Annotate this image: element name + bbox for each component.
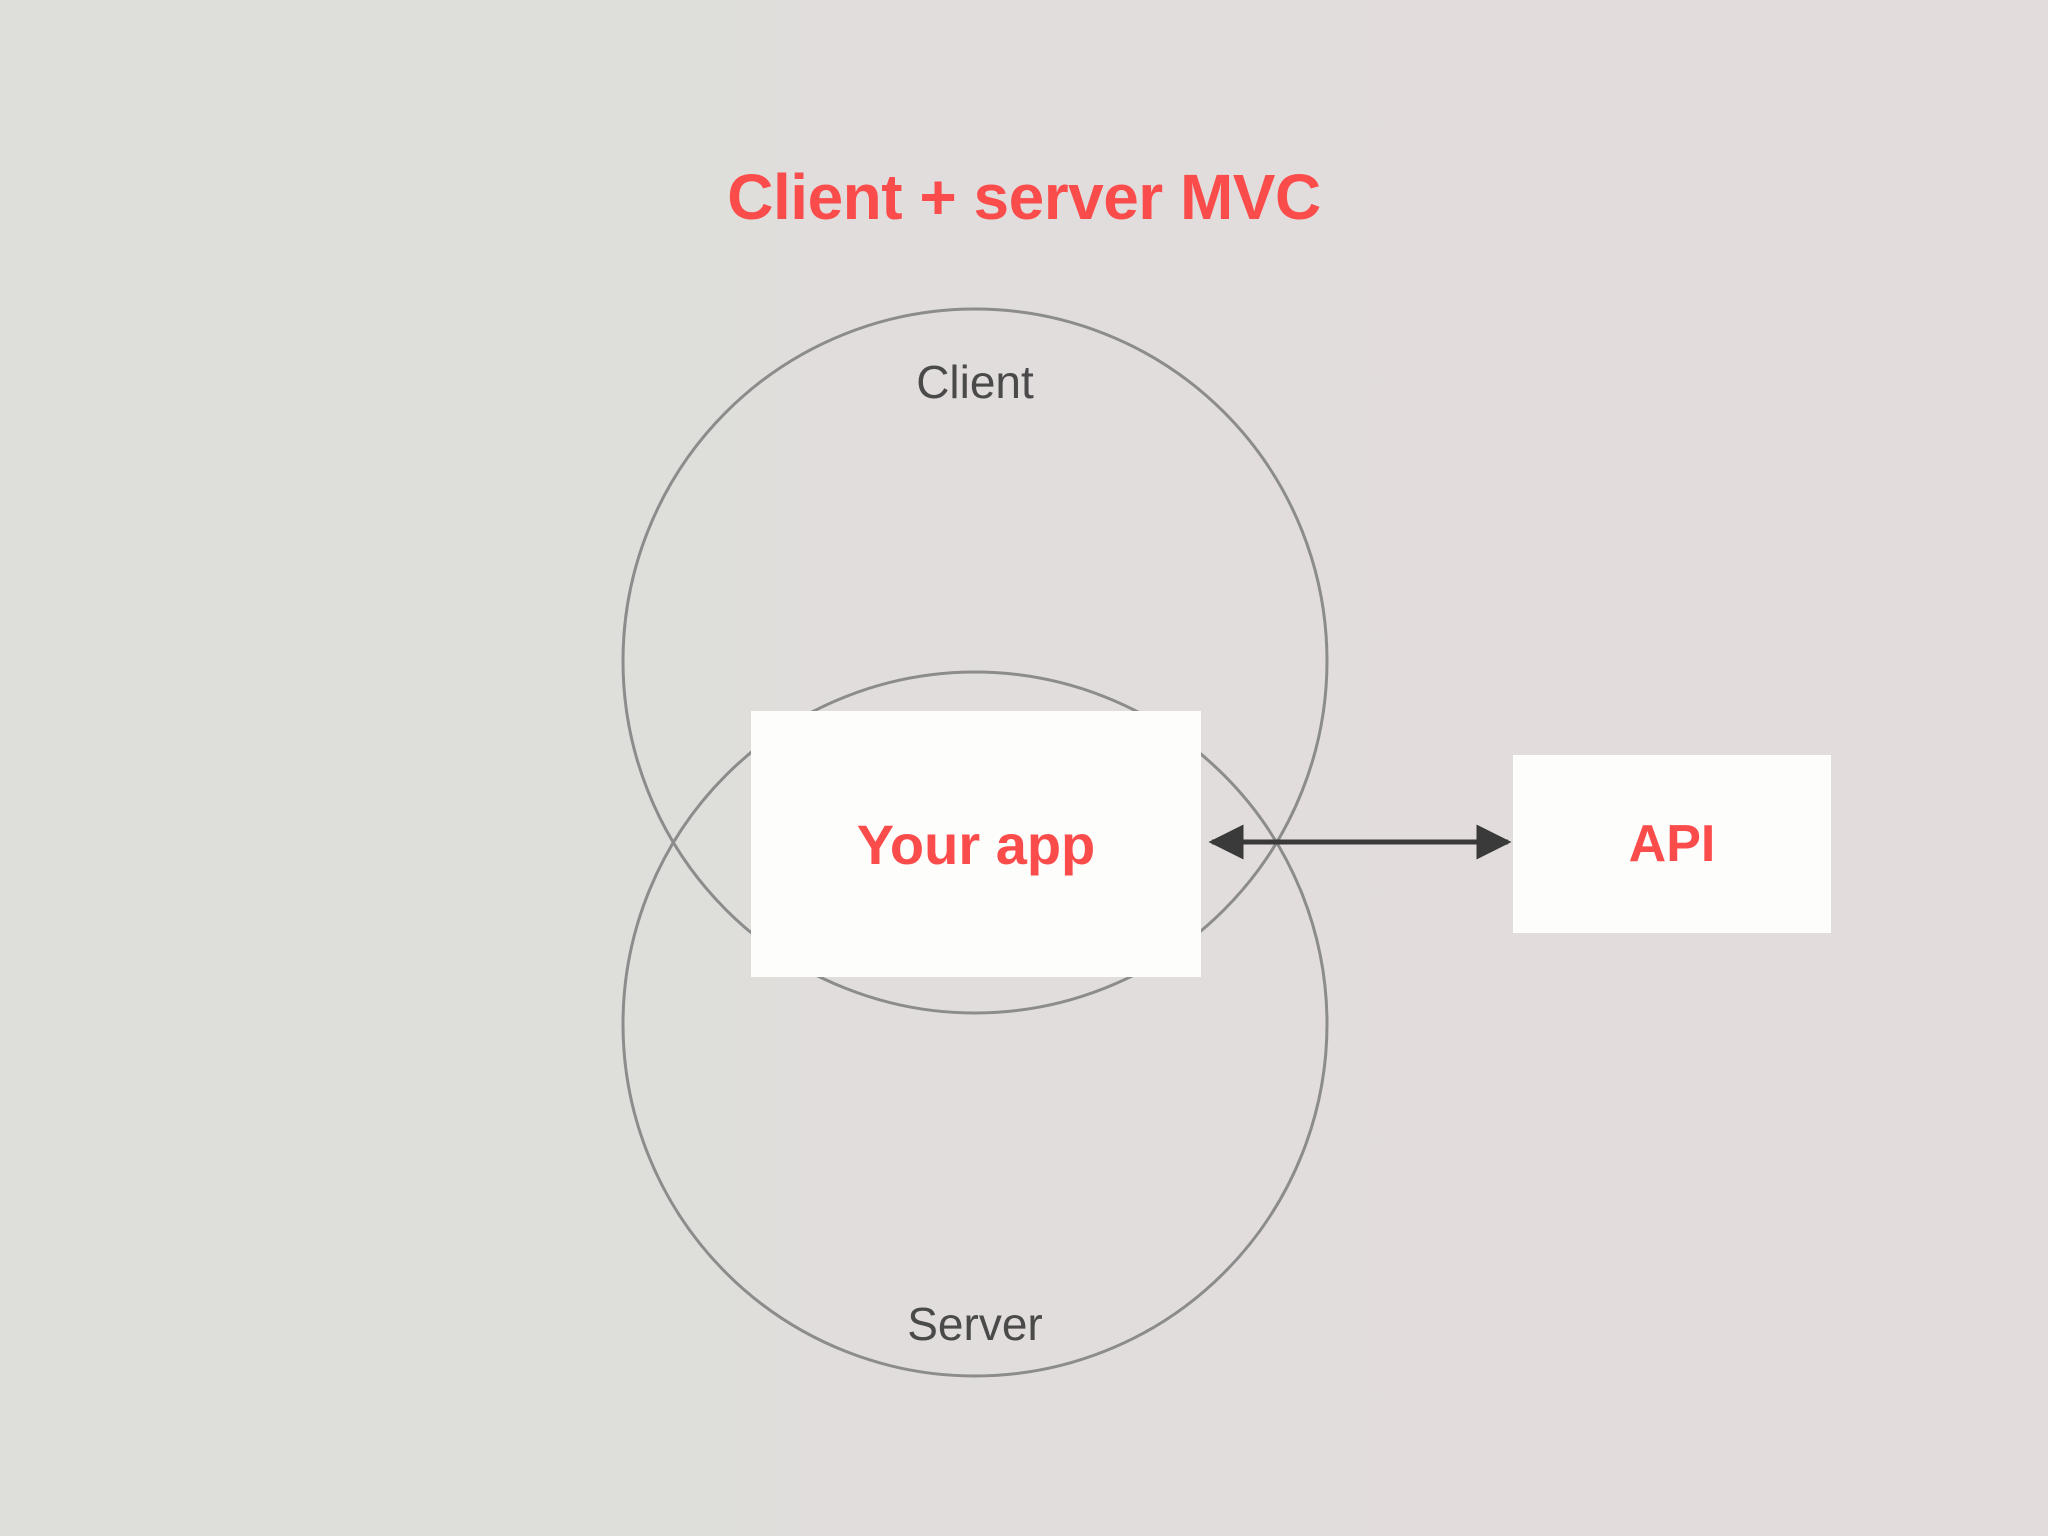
page-title: Client + server MVC	[727, 161, 1321, 233]
your-app-box-label: Your app	[856, 812, 1096, 876]
api-box[interactable]: API	[1513, 755, 1831, 933]
client-circle-label: Client	[916, 356, 1034, 408]
server-circle-label: Server	[907, 1298, 1043, 1350]
app-api-connector	[1208, 824, 1512, 860]
your-app-box[interactable]: Your app	[751, 711, 1201, 977]
api-box-label: API	[1628, 815, 1716, 873]
